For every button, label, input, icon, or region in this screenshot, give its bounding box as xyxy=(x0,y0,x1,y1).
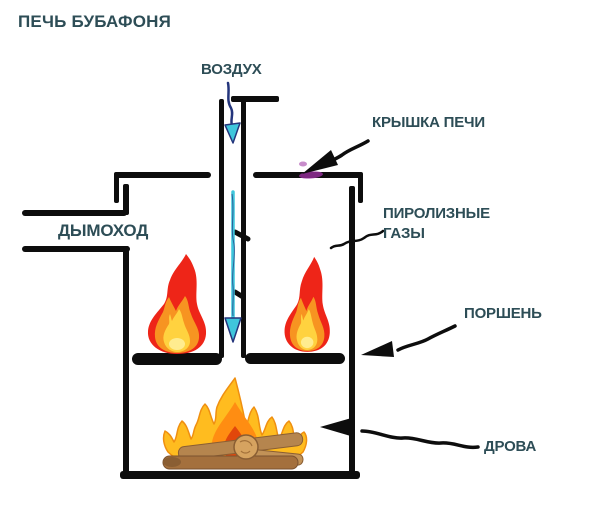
chimney-pipe-bottom-line xyxy=(22,246,130,252)
pipe-joint-mark-lower xyxy=(232,289,246,300)
piston-plate-left xyxy=(132,353,222,365)
label-chimney: ДЫМОХОД xyxy=(58,221,149,240)
log-end-cross-section xyxy=(233,434,259,460)
gases-pointer-line xyxy=(329,229,385,250)
label-firewood: ДРОВА xyxy=(484,438,537,455)
stove-lid-left-segment xyxy=(114,172,211,178)
air-flow-arrow-top xyxy=(224,81,241,144)
barrel-bottom xyxy=(120,471,360,479)
barrel-left-wall xyxy=(123,246,129,478)
stove-body xyxy=(22,96,363,479)
air-pipe-top-cap xyxy=(231,96,279,102)
label-pyrolysis-gases-line2: ГАЗЫ xyxy=(383,225,425,242)
piston-plate-right xyxy=(245,353,345,364)
air-pipe-right-wall xyxy=(241,96,246,358)
flame-icon-left xyxy=(147,254,207,354)
label-air: ВОЗДУХ xyxy=(201,61,262,78)
label-pyrolysis-gases: ПИРОЛИЗНЫЕ ГАЗЫ xyxy=(383,204,490,244)
barrel-left-wall-upper xyxy=(123,184,129,215)
chimney-pipe-top-line xyxy=(22,210,127,216)
barrel-right-wall xyxy=(349,186,355,478)
lid-pointer-arrow xyxy=(302,139,370,174)
page-title: ПЕЧЬ БУБАФОНЯ xyxy=(18,12,172,31)
label-stove-lid: КРЫШКА ПЕЧИ xyxy=(372,114,485,131)
lid-lip-left xyxy=(114,172,119,203)
air-flow-arrow-main xyxy=(224,190,242,343)
bonfire-icon xyxy=(162,377,308,470)
label-piston: ПОРШЕНЬ xyxy=(464,305,542,322)
lid-lip-right xyxy=(358,172,363,203)
piston-pointer-arrow xyxy=(361,324,457,357)
label-pyrolysis-gases-line1: ПИРОЛИЗНЫЕ xyxy=(383,205,490,222)
pipe-joint-mark-upper xyxy=(232,229,251,242)
firewood-logs xyxy=(162,432,304,470)
wood-pointer-arrow xyxy=(320,417,480,450)
air-pipe-left-wall xyxy=(219,99,224,358)
flame-icon-right xyxy=(284,256,330,352)
